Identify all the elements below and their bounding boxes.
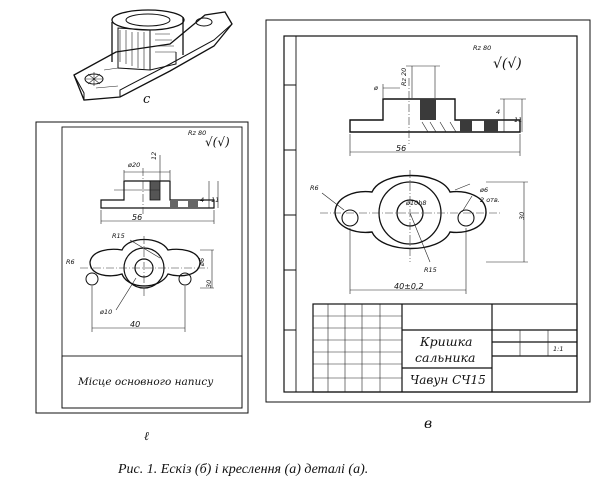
title-block-name-line1: Кришка xyxy=(419,334,472,349)
drawing-dim-center-distance: 40±0,2 xyxy=(394,282,424,291)
title-block-name-line2: сальника xyxy=(415,350,475,365)
sketch-dim-r6: R6 xyxy=(66,258,75,266)
sketch-dim-r15: R15 xyxy=(112,232,125,240)
sketch-dim-width: 30 xyxy=(205,280,213,288)
drawing-sheet-border xyxy=(265,19,591,403)
sketch-dim-dia-top: ø20 xyxy=(127,161,140,169)
drawing-dim-width: 30 xyxy=(518,212,526,220)
figure-caption: Рис. 1. Ескіз (б) і креслення (а) деталі… xyxy=(117,462,368,477)
title-block-scale: 1:1 xyxy=(553,345,563,353)
drawing-dim-r6: R6 xyxy=(310,184,319,192)
view-b-label: ℓ xyxy=(144,429,149,443)
drawing-dim-hole-small: ø6 xyxy=(479,186,488,194)
drawing-dim-rz20: Rz 20 xyxy=(400,68,408,86)
sketch-roughness: Rz 80 xyxy=(188,129,206,137)
drawing-title-block: Кришка сальника Чавун СЧ15 1:1 xyxy=(312,303,578,393)
sketch-title-block-text: Місце основного напису xyxy=(77,376,214,388)
sketch-dim-hole-center: ø10 xyxy=(99,308,112,316)
drawing-roughness-symbol: √(√) xyxy=(493,56,522,72)
drawing-dim-length: 56 xyxy=(396,144,406,153)
drawing-dim-total-height: 11 xyxy=(514,116,522,124)
sketch-title-block xyxy=(61,355,243,409)
drawing-roughness: Rz 80 xyxy=(473,44,491,52)
sketch-inner-frame xyxy=(61,126,243,409)
sketch-dim-total-height: 11 xyxy=(211,196,219,204)
sketch-b: Rz 80 √(√) ø20 12 4 11 56 R15 R6 ø6 ø10 … xyxy=(35,121,249,443)
sketch-dim-hole-small: ø6 xyxy=(198,258,206,267)
sketch-roughness-symbol: √(√) xyxy=(205,135,230,149)
drawing-dim-r15: R15 xyxy=(424,266,437,274)
sketch-dim-center-distance: 40 xyxy=(130,320,140,329)
sketch-dim-height-top: 12 xyxy=(150,152,158,160)
sketch-dim-length: 56 xyxy=(132,213,142,222)
sketch-sheet-border xyxy=(35,121,249,414)
drawing-dim-thickness: 4 xyxy=(496,108,500,116)
view-c-label: в xyxy=(424,416,432,432)
drawing-dim-hole-center: ø10h8 xyxy=(405,199,427,207)
sketch-dim-thickness: 4 xyxy=(200,196,204,204)
drawing-dim-dia-top: ø xyxy=(373,84,379,92)
isometric-part-view: с xyxy=(73,9,233,107)
drawing-dim-holes-count: 2 отв. xyxy=(480,196,500,204)
title-block-material: Чавун СЧ15 xyxy=(410,373,486,387)
drawing-c: Rz 80 √(√) ø Rz 20 4 11 56 R15 R6 ø6 2 о… xyxy=(265,19,591,432)
view-a-label: с xyxy=(143,92,151,107)
